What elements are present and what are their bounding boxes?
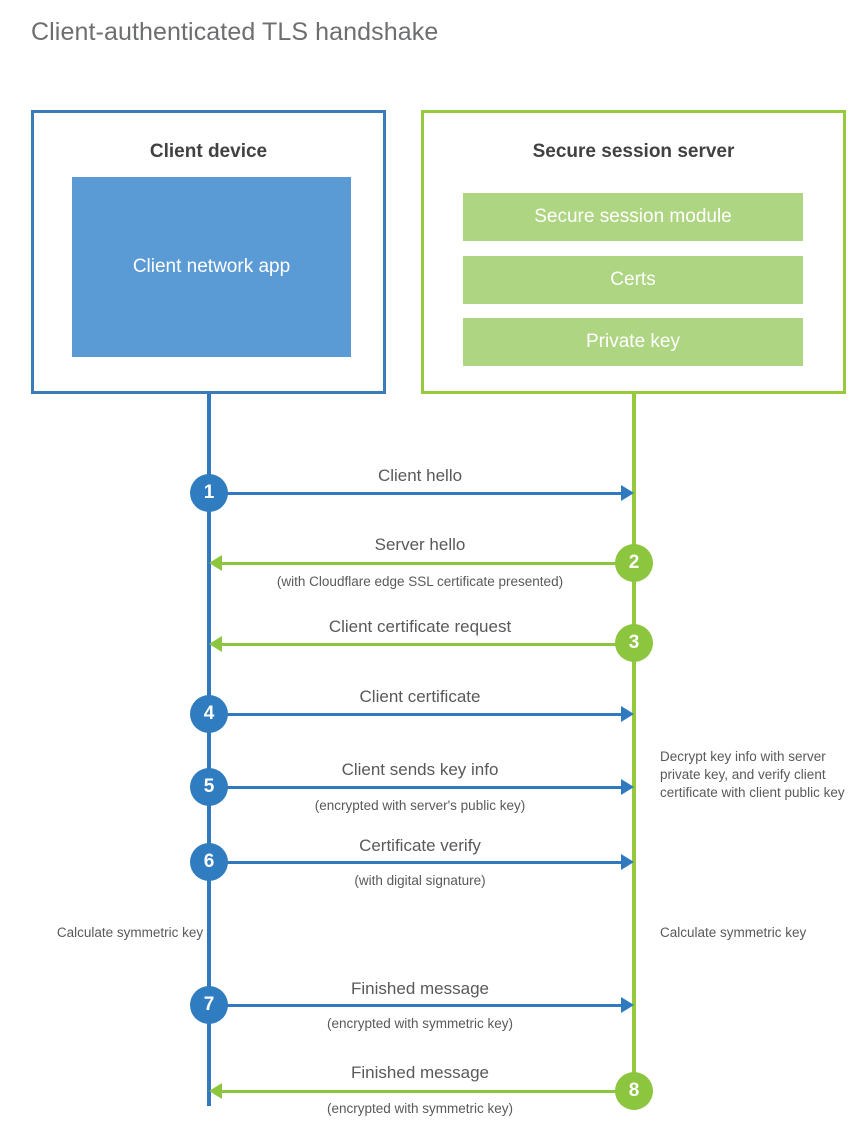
server-bar-secure-session-module: Secure session module bbox=[463, 193, 803, 241]
step-2-circle: 2 bbox=[615, 544, 653, 582]
step-5-number: 5 bbox=[203, 776, 215, 797]
step-5-arrow-line bbox=[209, 786, 621, 789]
step-4-number: 4 bbox=[203, 703, 215, 724]
step-3-number: 3 bbox=[628, 632, 640, 653]
step-3-arrow-line bbox=[222, 643, 634, 646]
step-8-number: 8 bbox=[628, 1080, 640, 1101]
step-3-circle: 3 bbox=[615, 624, 653, 662]
step-8-circle: 8 bbox=[615, 1072, 653, 1110]
secure-session-server-box: Secure session server Secure session mod… bbox=[421, 110, 846, 394]
client-device-title: Client device bbox=[149, 141, 268, 162]
step-8-arrowhead bbox=[209, 1083, 222, 1099]
step-4-label: Client certificate bbox=[359, 687, 481, 706]
page-title: Client-authenticated TLS handshake bbox=[31, 18, 439, 46]
step-1-arrow-line bbox=[209, 492, 621, 495]
step-2-sublabel: (with Cloudflare edge SSL certificate pr… bbox=[276, 574, 564, 589]
step-1-number: 1 bbox=[203, 482, 215, 503]
step-5-circle: 5 bbox=[190, 768, 228, 806]
step-3-label: Client certificate request bbox=[328, 617, 512, 636]
step-4-arrow-line bbox=[209, 713, 621, 716]
step-2-arrow-line bbox=[222, 562, 634, 565]
step-1-circle: 1 bbox=[190, 474, 228, 512]
server-bar-label: Secure session module bbox=[534, 206, 732, 227]
note-calculate-symmetric-key-client: Calculate symmetric key bbox=[56, 925, 204, 940]
step-2-number: 2 bbox=[628, 552, 640, 573]
step-7-sublabel: (encrypted with symmetric key) bbox=[326, 1016, 514, 1031]
step-2-label: Server hello bbox=[374, 535, 466, 554]
step-8-arrow-line bbox=[222, 1090, 634, 1093]
step-2-arrowhead bbox=[209, 555, 222, 571]
step-8-sublabel: (encrypted with symmetric key) bbox=[326, 1101, 514, 1116]
step-6-sublabel: (with digital signature) bbox=[354, 873, 486, 888]
step-7-number: 7 bbox=[203, 994, 215, 1015]
step-6-arrowhead bbox=[621, 854, 634, 870]
server-lifeline bbox=[632, 394, 636, 1098]
step-4-arrowhead bbox=[621, 706, 634, 722]
server-bar-certs: Certs bbox=[463, 256, 803, 304]
step-1-label: Client hello bbox=[377, 466, 463, 485]
step-5-arrowhead bbox=[621, 779, 634, 795]
step-8-label: Finished message bbox=[351, 1063, 489, 1082]
client-lifeline bbox=[207, 394, 211, 1106]
step-7-label: Finished message bbox=[351, 979, 489, 998]
step-7-circle: 7 bbox=[190, 986, 228, 1024]
note-calculate-symmetric-key-server: Calculate symmetric key bbox=[660, 925, 807, 940]
step-6-circle: 6 bbox=[190, 843, 228, 881]
step-6-arrow-line bbox=[209, 861, 621, 864]
step-6-label: Certificate verify bbox=[359, 836, 481, 855]
server-bar-label: Certs bbox=[610, 269, 656, 290]
client-network-app-label: Client network app bbox=[132, 256, 291, 277]
note-decrypt-key-info: Decrypt key info with server private key… bbox=[660, 749, 845, 800]
server-bar-label: Private key bbox=[586, 331, 680, 352]
step-1-arrowhead bbox=[621, 485, 634, 501]
step-5-sublabel: (encrypted with server's public key) bbox=[314, 798, 526, 813]
step-6-number: 6 bbox=[203, 851, 215, 872]
step-3-arrowhead bbox=[209, 636, 222, 652]
step-7-arrow-line bbox=[209, 1004, 621, 1007]
server-bar-private-key: Private key bbox=[463, 318, 803, 366]
secure-session-server-title: Secure session server bbox=[532, 141, 735, 162]
step-5-label: Client sends key info bbox=[341, 760, 499, 779]
client-device-box: Client device Client network app bbox=[31, 110, 386, 394]
client-network-app-block: Client network app bbox=[72, 177, 351, 357]
step-4-circle: 4 bbox=[190, 695, 228, 733]
step-7-arrowhead bbox=[621, 997, 634, 1013]
